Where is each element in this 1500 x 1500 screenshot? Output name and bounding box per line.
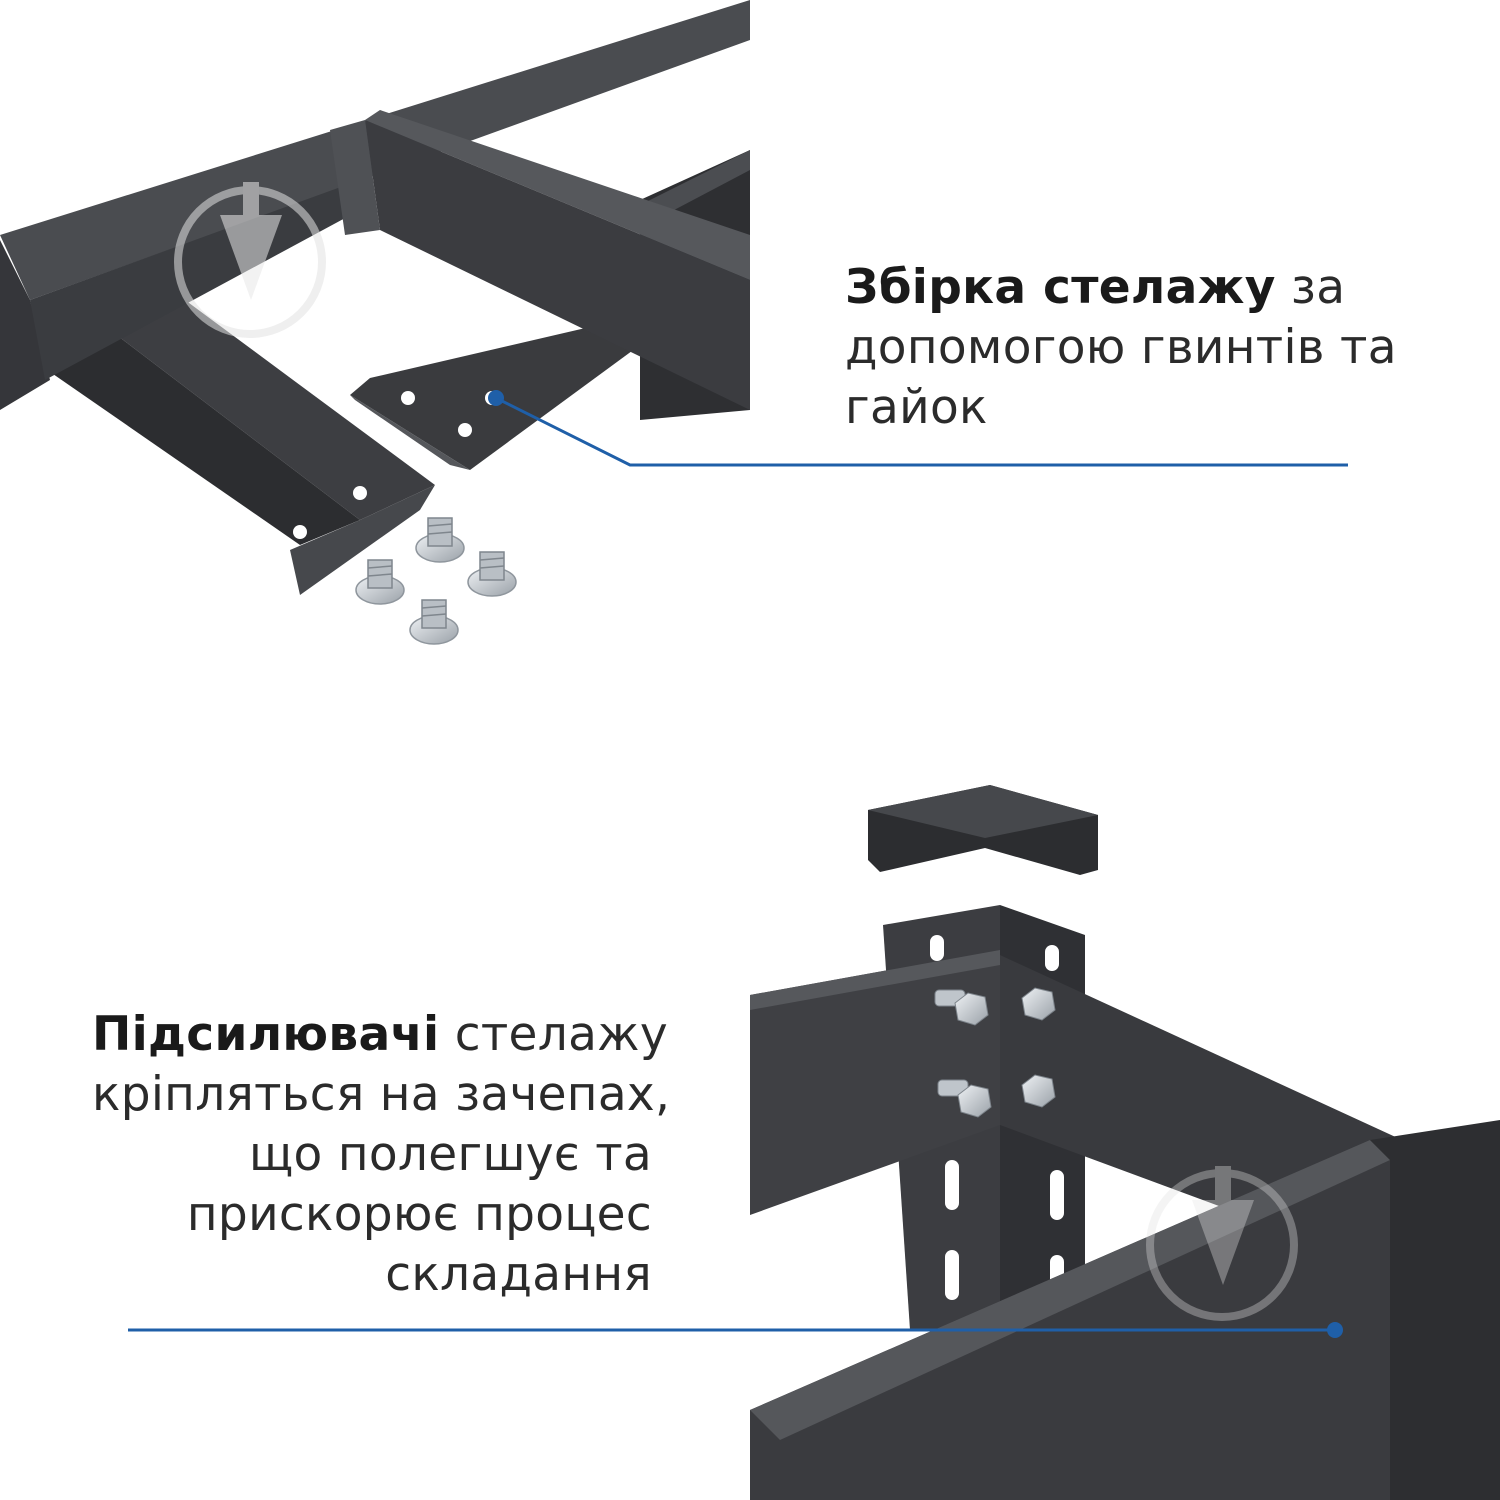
brand-watermark-icon (174, 182, 326, 338)
shelf-frame-top (0, 0, 750, 595)
caption-line-4: прискорює процес (186, 1187, 652, 1242)
caption-line-2: допомогою гвинтів та (845, 320, 1397, 375)
side-beam-left (750, 950, 1000, 1215)
caption-line-3: що полегшує та (248, 1127, 652, 1182)
bolt-icon (934, 989, 989, 1026)
bolt-icon (467, 551, 517, 597)
bolt-icon (415, 517, 465, 563)
shelf-corner-bottom (750, 785, 1500, 1500)
bolt-icon (409, 599, 459, 645)
callout-line-top (495, 396, 1348, 467)
caption-bold: Збірка стелажу (845, 260, 1276, 315)
bolt-icon (1021, 1074, 1056, 1108)
cross-member-left (110, 300, 435, 520)
bolts-group (355, 517, 517, 645)
caption-text: стелажу (454, 1007, 668, 1062)
caption-reinforcement: Підсилювачі стелажу кріпляться на зачепа… (92, 1005, 671, 1305)
caption-line-1: Збірка стелажу за (845, 258, 1405, 318)
front-beam (750, 1140, 1500, 1500)
bolt-icon (1021, 987, 1056, 1021)
bolt-icon (937, 1079, 992, 1118)
caption-assembly: Збірка стелажу за допомогою гвинтів та г… (845, 258, 1405, 438)
caption-line-2: кріпляться на зачепах, (92, 1067, 671, 1122)
caption-bold: Підсилювачі (92, 1007, 440, 1062)
caption-text: за (1290, 260, 1346, 315)
caption-line-1: Підсилювачі стелажу (92, 1005, 668, 1065)
cross-beam (365, 110, 750, 280)
caption-line-3: гайок (845, 380, 988, 435)
bolt-icon (355, 559, 405, 605)
brand-watermark-icon (1146, 1166, 1298, 1321)
caption-line-5: складання (385, 1247, 652, 1302)
